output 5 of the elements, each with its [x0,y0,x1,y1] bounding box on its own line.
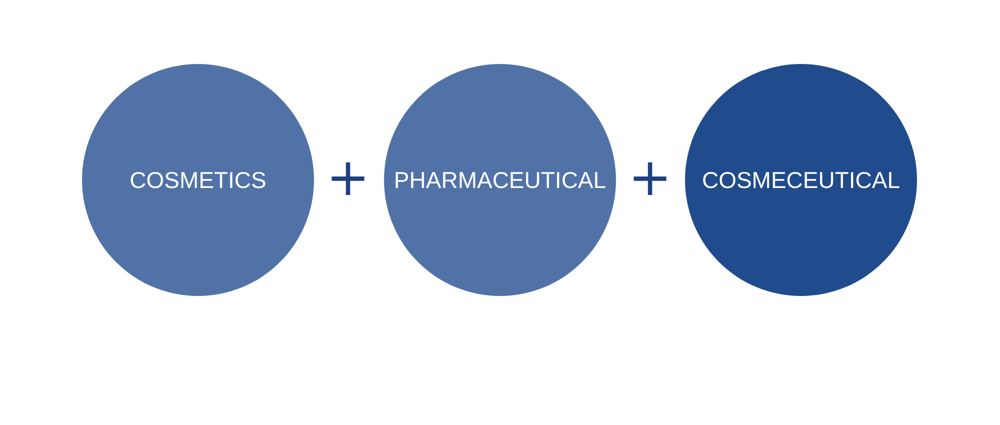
plus-sign: + [628,152,672,204]
circle-label: COSMECEUTICAL [702,166,900,194]
circle-label: COSMETICS [130,166,266,194]
plus-sign: + [326,152,370,204]
circle-label: PHARMACEUTICAL [394,166,606,194]
